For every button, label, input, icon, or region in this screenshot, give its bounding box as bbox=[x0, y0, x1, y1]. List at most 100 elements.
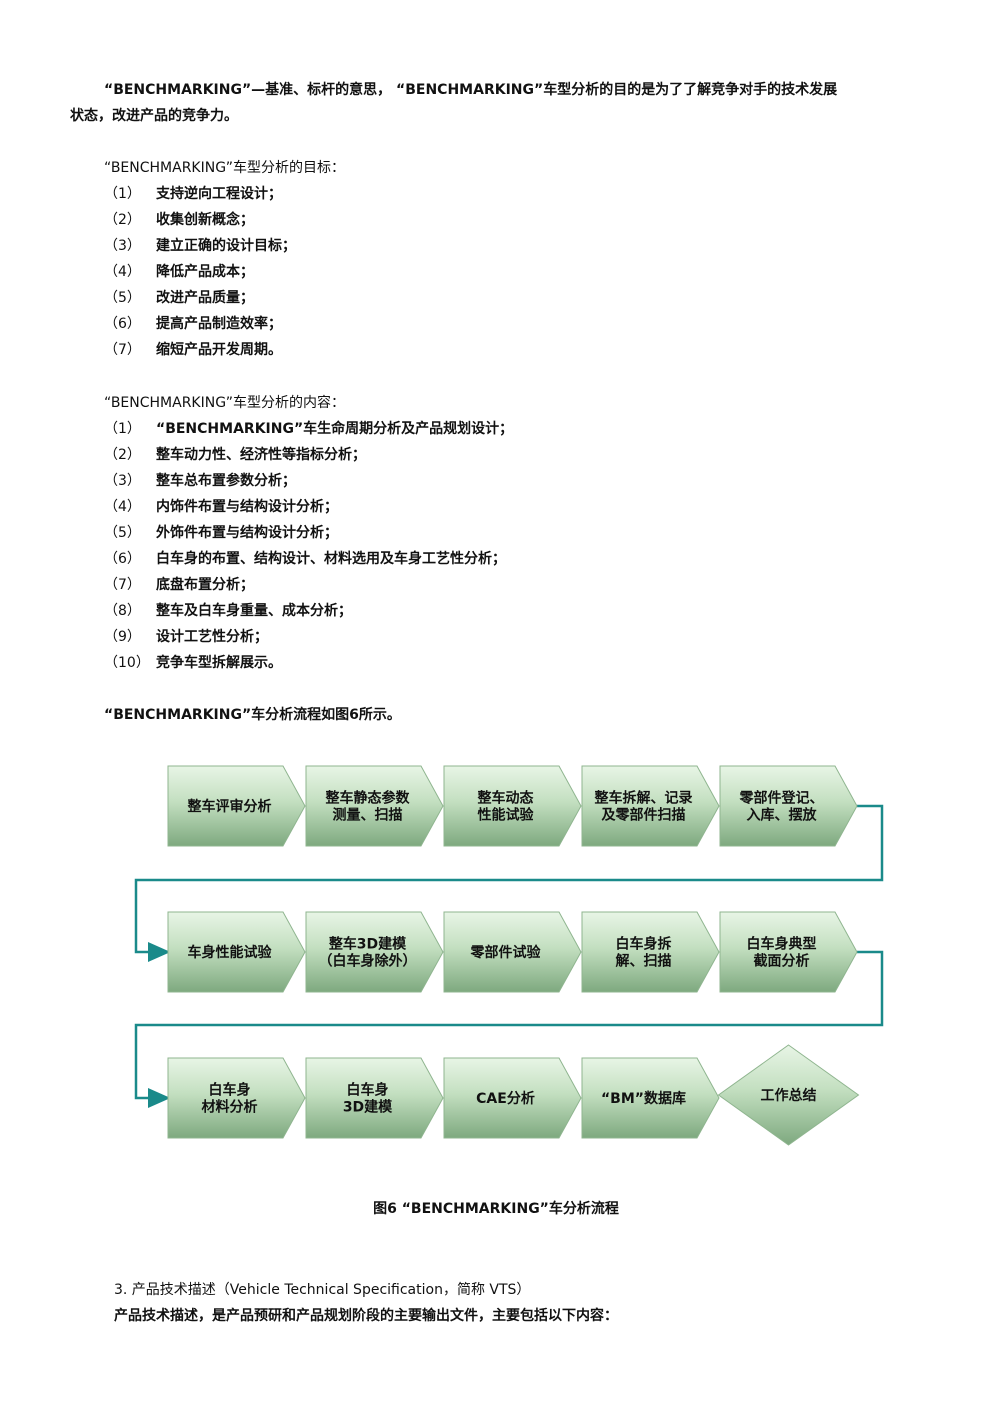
flow-intro: “BENCHMARKING”车分析流程如图6所示。 bbox=[104, 707, 401, 723]
section3-heading: 3. 产品技术描述（Vehicle Technical Specificatio… bbox=[114, 1282, 531, 1298]
goal-item: （2） 收集创新概念； bbox=[104, 210, 254, 230]
flow-chevron-shape bbox=[719, 911, 858, 993]
goal-item-text: 建立正确的设计目标； bbox=[156, 238, 296, 254]
flow-chevron-shape bbox=[581, 1057, 720, 1139]
flow-step: 零部件登记、入库、摆放 bbox=[719, 765, 858, 847]
flow-step-label: 整车动态 bbox=[477, 790, 534, 807]
content-item-text: 整车动力性、经济性等指标分析； bbox=[156, 447, 366, 463]
flow-chevron-shape bbox=[305, 765, 444, 847]
content-item-text: 整车及白车身重量、成本分析； bbox=[156, 603, 352, 619]
flow-chevron-shape bbox=[305, 911, 444, 993]
content-item: （3）整车总布置参数分析； bbox=[104, 471, 296, 491]
connector-row1-to-row2 bbox=[134, 804, 884, 962]
flow-chevron-shape bbox=[443, 765, 582, 847]
flow-chevron-shape bbox=[443, 911, 582, 993]
flow-step-label: 整车拆解、记录 bbox=[594, 790, 693, 807]
benchmarking-flowchart: 整车评审分析整车静态参数测量、扫描整车动态性能试验整车拆解、记录及零部件扫描零部… bbox=[134, 765, 884, 1146]
content-item-number: （9） bbox=[104, 629, 141, 645]
goal-item-text: 缩短产品开发周期。 bbox=[156, 342, 282, 358]
flow-step: 零部件试验 bbox=[443, 911, 582, 993]
content-item-number: （2） bbox=[104, 447, 141, 463]
content-item: （2） 整车动力性、经济性等指标分析； bbox=[104, 445, 366, 465]
flow-step-label: 入库、摆放 bbox=[747, 807, 818, 824]
flow-diamond-shape bbox=[717, 1044, 860, 1146]
flow-step-label: 3D建模 bbox=[343, 1099, 393, 1116]
goal-item: （3） 建立正确的设计目标； bbox=[104, 236, 296, 256]
content-item-number: （10） bbox=[104, 655, 150, 671]
intro-line-1: “BENCHMARKING”—基准、标杆的意思， “BENCHMARKING”车… bbox=[104, 82, 838, 98]
flow-step-label: 及零部件扫描 bbox=[602, 807, 686, 824]
goal-item: （1）支持逆向工程设计； bbox=[104, 184, 282, 204]
flow-step-label: CAE分析 bbox=[476, 1090, 535, 1107]
content-item-text: 竞争车型拆解展示。 bbox=[156, 655, 282, 671]
flow-step: 车身性能试验 bbox=[167, 911, 306, 993]
flow-chevron-shape bbox=[305, 1057, 444, 1139]
flow-step-label: “BM”数据库 bbox=[601, 1090, 686, 1107]
goal-item: （6）提高产品制造效率； bbox=[104, 314, 282, 334]
flow-chevron-shape bbox=[581, 911, 720, 993]
flow-step-label: 白车身拆 bbox=[616, 936, 672, 953]
goals-heading: “BENCHMARKING”车型分析的目标： bbox=[104, 160, 346, 176]
content-item-number: （5） bbox=[104, 525, 141, 541]
flow-step-label: 整车静态参数 bbox=[325, 790, 411, 807]
flow-connectors bbox=[134, 804, 884, 1108]
goal-item: （7） 缩短产品开发周期。 bbox=[104, 340, 282, 360]
content-item-text: 设计工艺性分析； bbox=[156, 629, 268, 645]
flow-step-label: 白车身 bbox=[347, 1082, 389, 1099]
goal-item-number: （3） bbox=[104, 238, 141, 254]
goal-item-text: 支持逆向工程设计； bbox=[156, 186, 282, 202]
goal-item-text: 收集创新概念； bbox=[156, 212, 254, 228]
flow-chevron-shape bbox=[581, 765, 720, 847]
content-item: （10） 竞争车型拆解展示。 bbox=[104, 653, 282, 673]
content-heading: “BENCHMARKING”车型分析的内容： bbox=[104, 395, 346, 411]
content-item: （8） 整车及白车身重量、成本分析； bbox=[104, 601, 352, 621]
content-item-text: 外饰件布置与结构设计分析； bbox=[156, 525, 338, 541]
goal-item-text: 提高产品制造效率； bbox=[156, 316, 282, 332]
content-item: （7）底盘布置分析； bbox=[104, 575, 254, 595]
content-item-number: （1） bbox=[104, 421, 141, 437]
flow-step-label: 截面分析 bbox=[754, 953, 810, 970]
flow-chevron-shape bbox=[443, 1057, 582, 1139]
flow-step-label: 整车3D建模 bbox=[328, 936, 407, 953]
content-item-number: （7） bbox=[104, 577, 141, 593]
content-item-number: （8） bbox=[104, 603, 141, 619]
flow-chevron-shape bbox=[719, 765, 858, 847]
flow-step: 工作总结 bbox=[717, 1044, 860, 1146]
content-item: （4）内饰件布置与结构设计分析； bbox=[104, 497, 338, 517]
flow-step-label: 材料分析 bbox=[202, 1099, 258, 1116]
flow-chevron-shape bbox=[167, 911, 306, 993]
goal-item-number: （5） bbox=[104, 290, 141, 306]
content-item-text: 内饰件布置与结构设计分析； bbox=[156, 499, 338, 515]
content-item: （9） 设计工艺性分析； bbox=[104, 627, 268, 647]
content-item: （6） 白车身的布置、结构设计、材料选用及车身工艺性分析； bbox=[104, 549, 506, 569]
flow-step-label: 零部件登记、 bbox=[739, 790, 824, 807]
goal-item-number: （7） bbox=[104, 342, 141, 358]
content-item-number: （6） bbox=[104, 551, 141, 567]
flow-step-label: 性能试验 bbox=[478, 807, 535, 824]
content-item: （1）“BENCHMARKING”车生命周期分析及产品规划设计； bbox=[104, 419, 513, 439]
flow-step-label: （白车身除外） bbox=[319, 953, 417, 970]
flow-chevron-shape bbox=[167, 765, 306, 847]
flow-chevron-shape bbox=[167, 1057, 306, 1139]
figure-caption: 图6 “BENCHMARKING”车分析流程 bbox=[373, 1201, 619, 1217]
goal-item-text: 改进产品质量； bbox=[156, 290, 254, 306]
goal-item-number: （2） bbox=[104, 212, 141, 228]
content-item-text: 白车身的布置、结构设计、材料选用及车身工艺性分析； bbox=[156, 551, 506, 567]
goal-item-text: 降低产品成本； bbox=[156, 264, 254, 280]
flow-step-label: 白车身典型 bbox=[747, 936, 817, 953]
goal-item: （5） 改进产品质量； bbox=[104, 288, 254, 308]
flow-step-label: 整车评审分析 bbox=[187, 798, 272, 815]
flow-step-label: 测量、扫描 bbox=[333, 807, 403, 824]
flow-step: 整车评审分析 bbox=[167, 765, 306, 847]
content-item-number: （3） bbox=[104, 473, 141, 489]
intro-line-2: 状态，改进产品的竞争力。 bbox=[70, 108, 238, 124]
flow-step-label: 车身性能试验 bbox=[188, 944, 273, 961]
flow-step-label: 零部件试验 bbox=[470, 944, 542, 961]
